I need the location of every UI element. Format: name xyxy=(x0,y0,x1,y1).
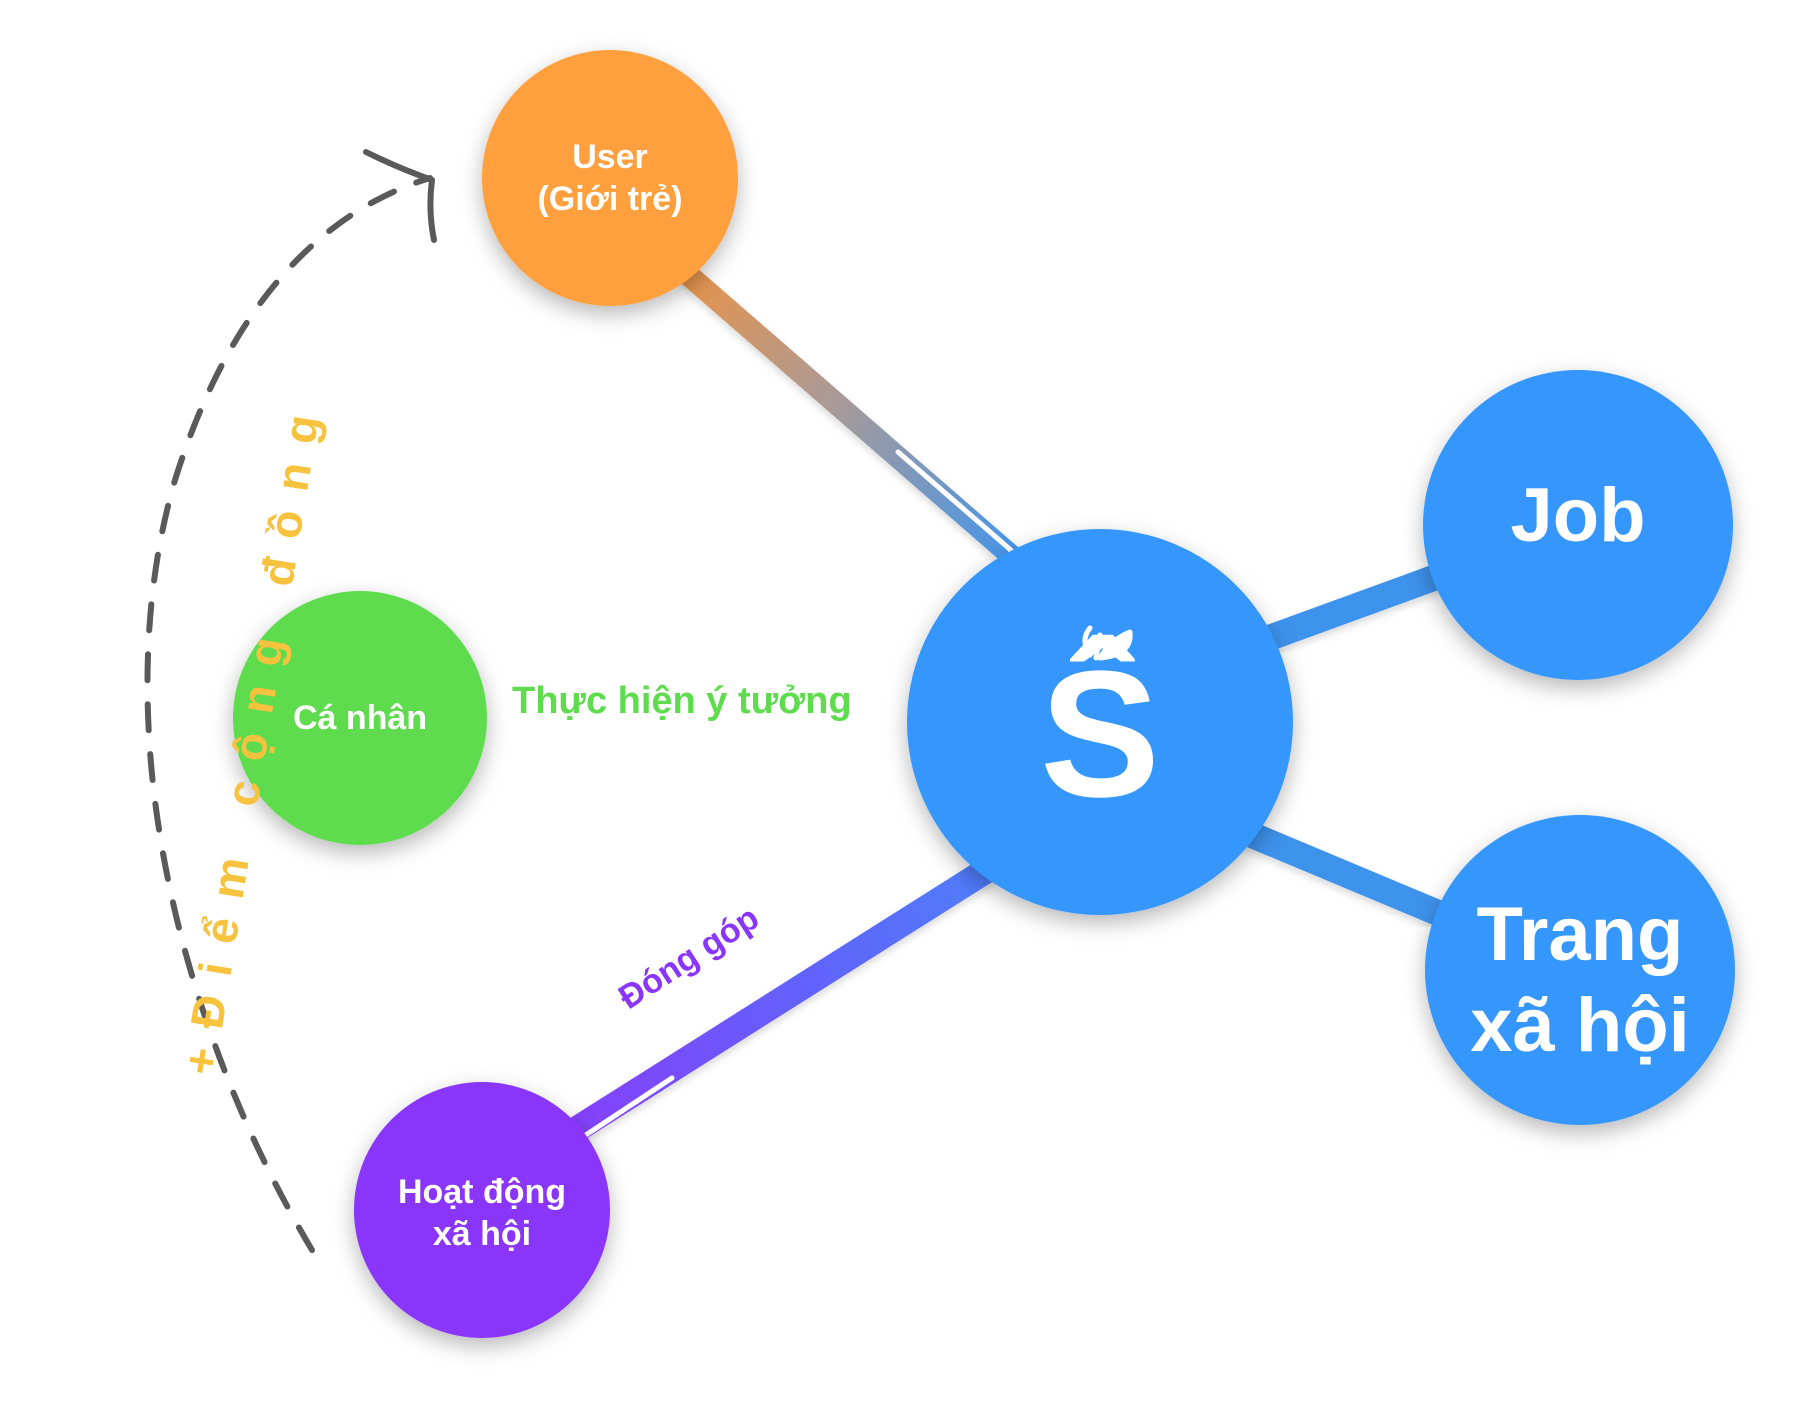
community-points-arc xyxy=(144,175,433,1253)
arc-arrowhead xyxy=(363,149,437,243)
hoat-dong-label: Hoạt động xã hội xyxy=(397,1172,567,1254)
edge-user-center xyxy=(677,263,1038,581)
edge-center-hoat-dong xyxy=(548,857,997,1154)
user-node[interactable] xyxy=(482,50,738,306)
trang-xa-hoi-node[interactable] xyxy=(1425,815,1735,1125)
edge-center-trang-xa-hoi xyxy=(1234,818,1456,930)
job-label: Job xyxy=(1510,472,1646,558)
center-logo: Ŝ xyxy=(1039,634,1161,835)
user-label: User (Giới trẻ) xyxy=(537,137,683,219)
job-node[interactable] xyxy=(1423,370,1733,680)
edge-center-job xyxy=(1245,559,1455,658)
center-node[interactable] xyxy=(907,529,1293,915)
ca-nhan-node[interactable] xyxy=(233,591,487,845)
ca-nhan-label: Cá nhân xyxy=(292,698,428,737)
hoat-dong-node[interactable] xyxy=(354,1082,610,1338)
trang-xa-hoi-label: Trang xã hội xyxy=(1470,891,1690,1068)
thuc-hien-y-tuong-label: Thực hiện ý tưởng xyxy=(512,680,852,722)
leaf-icon xyxy=(1082,625,1133,661)
